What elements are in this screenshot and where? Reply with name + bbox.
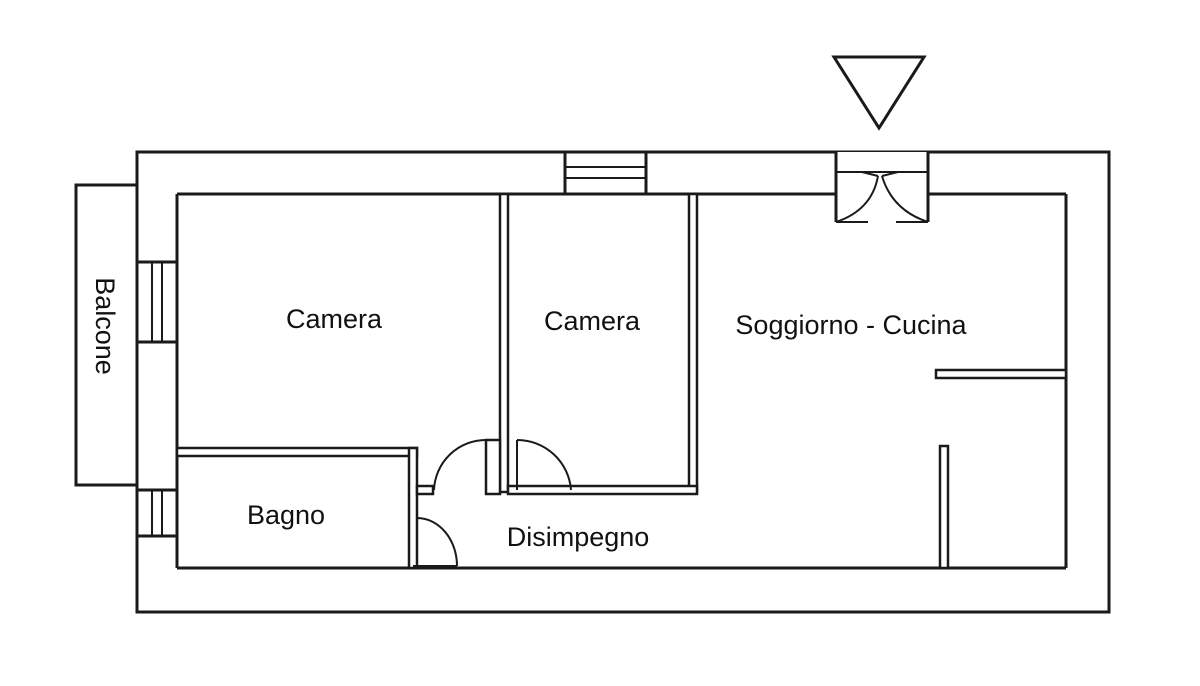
disimpegno-label: Disimpegno (507, 522, 650, 552)
window-left-upper (135, 260, 179, 344)
camera-1-label: Camera (286, 304, 383, 334)
window-left-lower (135, 488, 179, 538)
balcone-label: Balcone (90, 277, 120, 375)
entrance-door (834, 152, 930, 223)
camera-2-label: Camera (544, 306, 641, 336)
door-camera-2 (507, 438, 572, 491)
bagno-label: Bagno (247, 500, 325, 530)
door-bagno (413, 517, 458, 567)
door-camera-1 (433, 439, 487, 491)
partitions (175, 192, 1068, 570)
entrance-marker-icon (831, 55, 927, 131)
window-top (563, 150, 648, 196)
soggiorno-cucina-label: Soggiorno - Cucina (735, 310, 967, 340)
